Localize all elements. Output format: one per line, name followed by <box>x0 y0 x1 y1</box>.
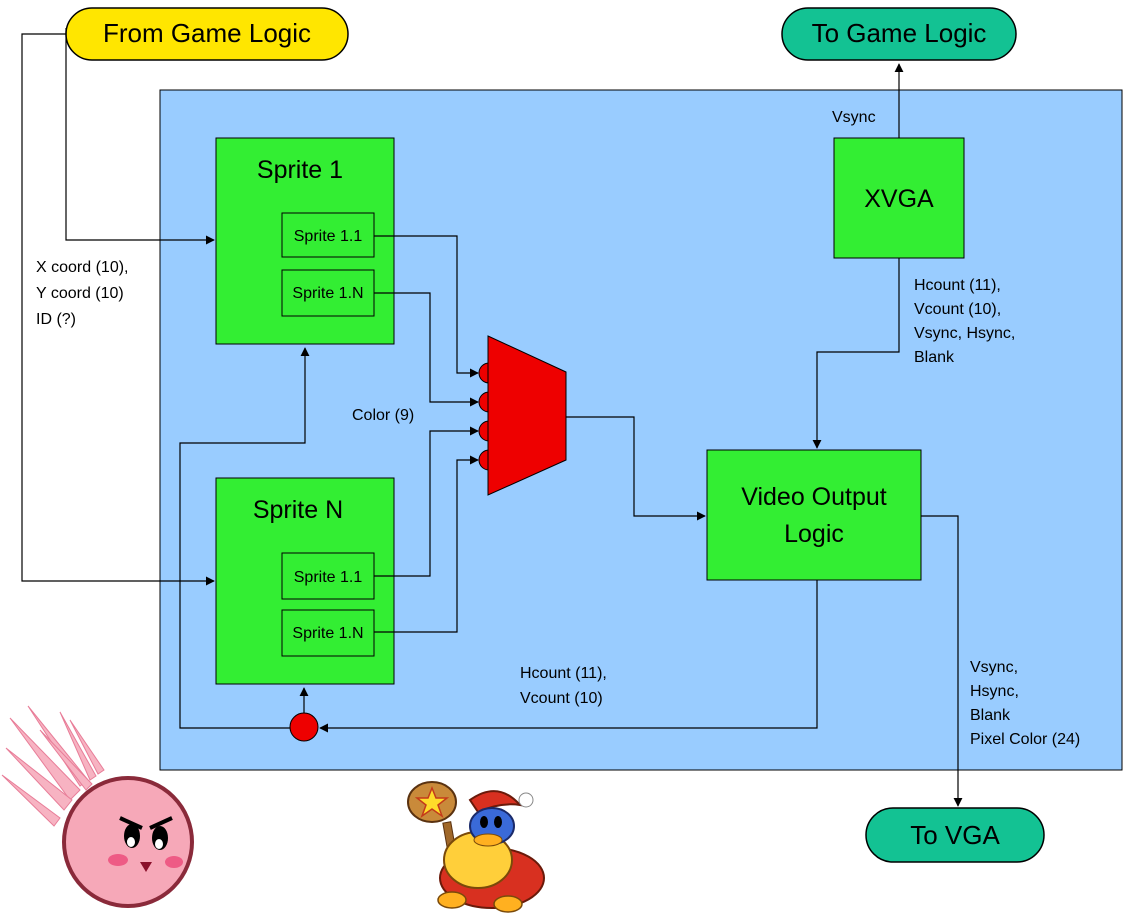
wire-junction-to-sprite-1 <box>179 347 310 729</box>
sprite-n-block: Sprite N Sprite 1.1 Sprite 1.N <box>215 477 395 685</box>
sprite-n-sub-n: Sprite 1.N <box>292 625 363 642</box>
sprite-1-sub-n: Sprite 1.N <box>292 285 363 302</box>
wire-sprite1-subn-to-mux <box>374 292 479 407</box>
xvga-block: XVGA <box>833 137 965 259</box>
to-vga-pill: To VGA <box>865 807 1045 863</box>
xvga-output-label: Hcount (11), Vcount (10), Vsync, Hsync, … <box>914 277 1020 366</box>
color-multiplexer <box>478 335 567 496</box>
kirby-character <box>1 705 194 908</box>
wire-video-output-feedback <box>319 580 818 733</box>
to-game-logic-label: To Game Logic <box>812 18 987 48</box>
wire-game-logic-to-sprite-1 <box>65 28 215 245</box>
from-game-logic-pill: From Game Logic <box>65 7 349 61</box>
video-feedback-label: Hcount (11), Vcount (10) <box>520 665 611 707</box>
vga-signals-label: Vsync, Hsync, Blank Pixel Color (24) <box>970 659 1080 748</box>
wire-video-output-to-vga <box>921 515 963 807</box>
king-dedede-character <box>407 781 545 913</box>
feedback-junction <box>289 712 319 742</box>
vsync-top-label: Vsync <box>832 109 876 126</box>
from-game-logic-label: From Game Logic <box>103 18 311 48</box>
video-output-logic-block: Video Output Logic <box>706 449 922 581</box>
wire-xvga-to-video-output <box>812 258 900 449</box>
sprite-1-title: Sprite 1 <box>257 156 343 184</box>
xvga-title: XVGA <box>864 185 934 213</box>
sprite-1-block: Sprite 1 Sprite 1.1 Sprite 1.N <box>215 137 395 345</box>
wire-sprite1-sub1-to-mux <box>374 235 479 378</box>
to-vga-label: To VGA <box>910 820 1000 850</box>
sprite-1-sub-1: Sprite 1.1 <box>294 228 363 245</box>
sprite-n-sub-1: Sprite 1.1 <box>294 569 363 586</box>
wire-game-logic-to-sprite-n <box>21 33 215 586</box>
to-game-logic-pill: To Game Logic <box>781 7 1017 61</box>
video-output-title-line-2: Logic <box>784 520 844 548</box>
wire-mux-to-video-output <box>566 416 706 521</box>
color-label: Color (9) <box>352 407 414 424</box>
coords-label: X coord (10), Y coord (10) ID (?) <box>36 259 133 328</box>
sprite-n-title: Sprite N <box>253 496 343 524</box>
video-output-title-line-1: Video Output <box>741 483 887 511</box>
wire-spriten-sub1-to-mux <box>374 426 479 577</box>
wire-spriten-subn-to-mux <box>374 455 479 633</box>
